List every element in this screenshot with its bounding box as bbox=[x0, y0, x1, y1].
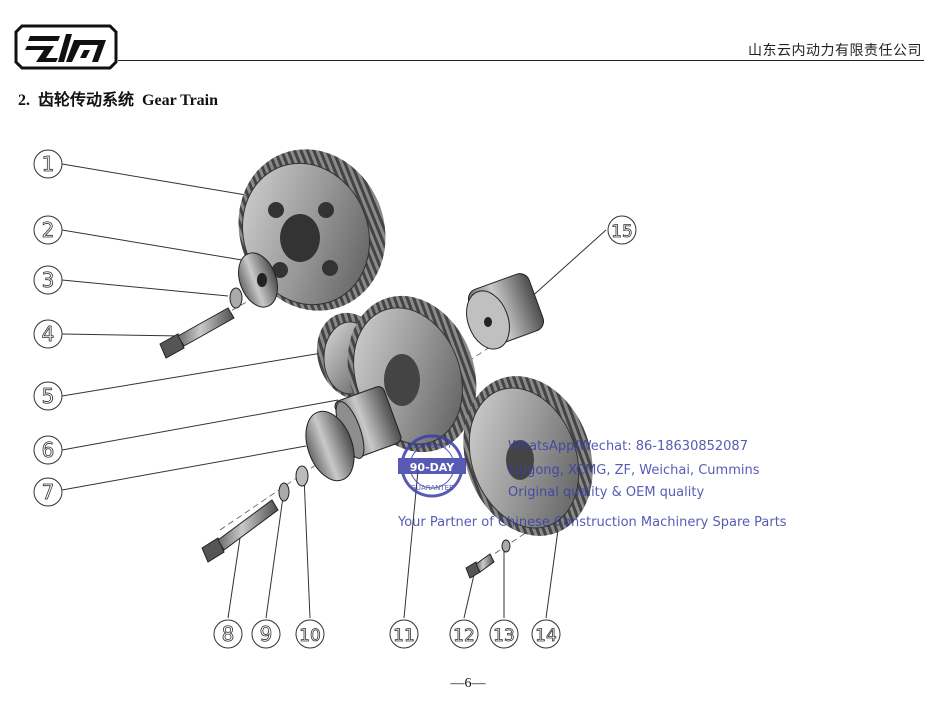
company-name: 山东云内动力有限责任公司 bbox=[748, 43, 922, 59]
callout-label-1: 1 bbox=[42, 152, 55, 176]
badge-top: WARRANTY bbox=[412, 442, 452, 450]
callout-label-7: 7 bbox=[42, 480, 55, 504]
callout-label-10: 10 bbox=[299, 626, 321, 646]
callout-circle-7 bbox=[33, 477, 63, 507]
watermark-line-3: Original quality & OEM quality bbox=[508, 485, 704, 500]
callout-circle-12 bbox=[449, 619, 479, 649]
watermark-line-1: WhatsApp/Wechat: 86-18630852087 bbox=[508, 439, 748, 454]
section-title: 2. 齿轮传动系统 Gear Train bbox=[18, 86, 226, 110]
section-title-cn: 齿轮传动系统 bbox=[38, 92, 135, 109]
callout-circle-10 bbox=[295, 619, 325, 649]
callout-circle-5 bbox=[33, 381, 63, 411]
callout-label-14: 14 bbox=[535, 626, 557, 646]
callout-label-6: 6 bbox=[42, 438, 55, 462]
bolt-12 bbox=[465, 553, 495, 579]
bolt-4 bbox=[159, 307, 235, 359]
gear-1 bbox=[238, 149, 386, 311]
callout-label-11: 11 bbox=[393, 626, 415, 646]
callout-label-12: 12 bbox=[453, 626, 475, 646]
sleeve-15 bbox=[466, 273, 545, 350]
callout-label-8: 8 bbox=[222, 622, 235, 646]
washer-3 bbox=[229, 287, 243, 309]
callout-circle-3 bbox=[33, 265, 63, 295]
watermark-line-2: Liugong, XCMG, ZF, Weichai, Cummins bbox=[508, 463, 760, 478]
callout-circle-6 bbox=[33, 435, 63, 465]
callout-label-3: 3 bbox=[42, 268, 55, 292]
callout-label-13: 13 bbox=[493, 626, 515, 646]
callout-label-9: 9 bbox=[260, 622, 273, 646]
header-rule bbox=[118, 60, 924, 61]
callout-circle-4 bbox=[33, 319, 63, 349]
leader-lines bbox=[61, 163, 607, 619]
watermark-line-4: Your Partner of Chinese Construction Mac… bbox=[397, 515, 787, 530]
washer-9 bbox=[278, 482, 290, 502]
callout-circle-9 bbox=[251, 619, 281, 649]
callout-circle-1 bbox=[33, 149, 63, 179]
plate-7 bbox=[305, 410, 355, 482]
badge-mid: 90-DAY bbox=[410, 461, 455, 474]
washer-10 bbox=[295, 465, 309, 487]
callout-label-5: 5 bbox=[42, 384, 55, 408]
callout-circle-14 bbox=[531, 619, 561, 649]
section-title-en: Gear Train bbox=[142, 92, 219, 109]
watermark: 90-DAY WARRANTY GUARANTEE WhatsApp/Wecha… bbox=[397, 434, 787, 530]
callout-circle-13 bbox=[489, 619, 519, 649]
callout-label-2: 2 bbox=[42, 218, 55, 242]
callout-label-4: 4 bbox=[42, 322, 55, 346]
gear-14 bbox=[463, 376, 593, 536]
callout-label-15: 15 bbox=[611, 222, 633, 242]
callout-circle-15 bbox=[607, 215, 637, 245]
washer-13 bbox=[501, 539, 511, 553]
section-number: 2. bbox=[18, 92, 30, 109]
page-number: —6— bbox=[450, 676, 486, 691]
bolt-8 bbox=[201, 499, 279, 563]
callout-circle-2 bbox=[33, 215, 63, 245]
callout-circle-8 bbox=[213, 619, 243, 649]
callout-circle-11 bbox=[389, 619, 419, 649]
company-logo bbox=[14, 24, 118, 70]
badge-bottom: GUARANTEE bbox=[410, 484, 453, 492]
